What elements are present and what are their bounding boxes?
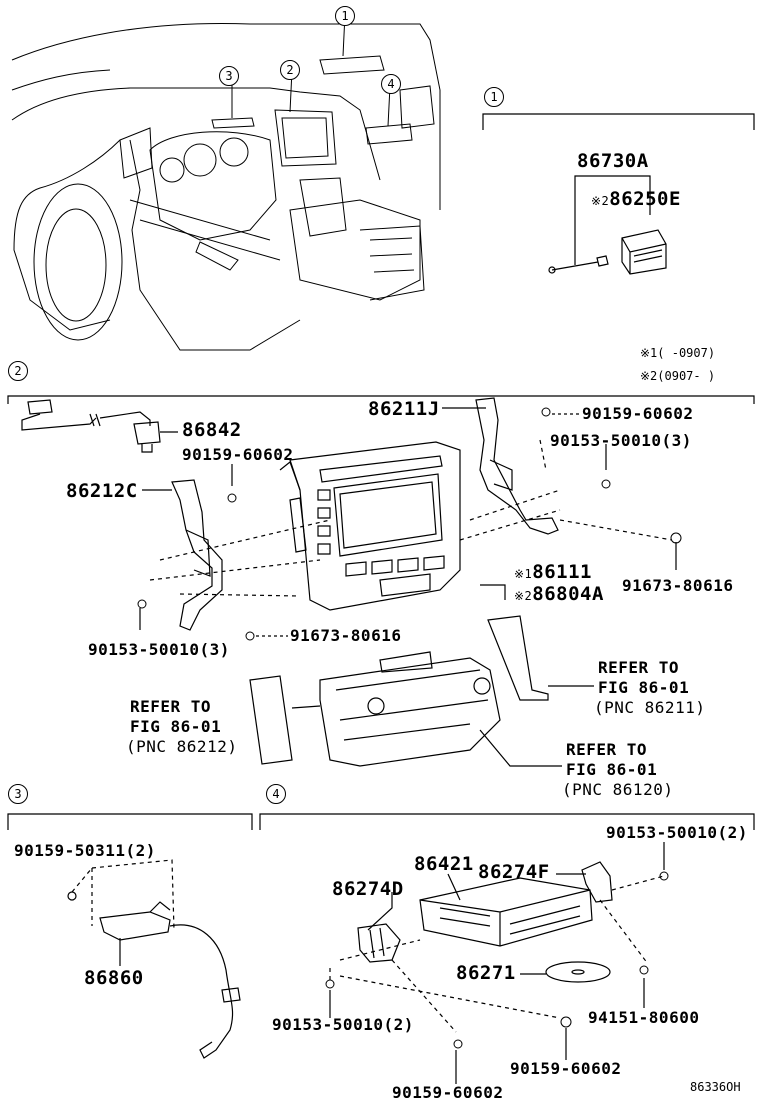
alignment-lines-sec2 [149, 439, 673, 597]
part-86274d: 86274D [332, 878, 404, 900]
part-90159-60602-bottom-s4: 90159-60602 [392, 1083, 504, 1102]
ref-86211-line1: REFER TO [598, 658, 680, 677]
part-94151-80600: 94151-80600 [588, 1008, 700, 1027]
part-86860: 86860 [84, 967, 144, 989]
86730a-leader [574, 175, 651, 265]
sensor-86860 [67, 859, 241, 1059]
part-90159-60602-right-s4: 90159-60602 [510, 1059, 622, 1078]
part-90159-60602-top: 90159-60602 [582, 404, 694, 423]
unit-4-on-dash [365, 123, 413, 145]
figure-code: 86336OH [690, 1080, 741, 1094]
part-90159-60602-left: 90159-60602 [182, 445, 294, 464]
bracket-86212c [171, 479, 223, 631]
antenna-module-86250e [548, 229, 667, 275]
part-86111: ※186111 [514, 561, 592, 583]
ref-86212-line1: REFER TO [130, 697, 212, 716]
ref-86120-line1: REFER TO [566, 740, 648, 759]
leader-ref-86120 [479, 729, 562, 767]
section-4-bracket [259, 813, 755, 830]
part-86804a: ※286804A [514, 583, 604, 605]
ref-86212-line2: FIG 86-01 [130, 717, 222, 736]
section-marker-1: 1 [484, 87, 504, 107]
leader-86274d [367, 892, 393, 931]
alignment-lines-sec4 [329, 875, 665, 1033]
section-3-bracket [7, 813, 253, 830]
ac-panel-86120 [249, 615, 549, 767]
ref-86120-line3: (PNC 86120) [562, 780, 674, 799]
section-1-bracket [482, 113, 755, 130]
part-86421: 86421 [414, 853, 474, 875]
fasteners-sec4 [325, 871, 669, 1049]
section-2-bracket [7, 395, 755, 404]
part-86842: 86842 [182, 419, 242, 441]
bracket-86274d [357, 923, 401, 963]
part-91673-80616-bottom: 91673-80616 [290, 626, 402, 645]
part-86274f: 86274F [478, 861, 550, 883]
callout-3: 3 [219, 66, 239, 86]
leader-86421 [447, 873, 461, 901]
part-86730a: 86730A [577, 150, 649, 172]
callout-2: 2 [280, 60, 300, 80]
bracket-86211j [475, 397, 559, 535]
part-86271: 86271 [456, 962, 516, 984]
section-marker-4: 4 [266, 784, 286, 804]
unit-1-on-dash [319, 55, 385, 75]
note-1: ※1( -0907) [640, 346, 716, 360]
callout-1: 1 [335, 6, 355, 26]
part-86211j: 86211J [368, 398, 440, 420]
dashboard-overview [11, 13, 441, 351]
ref-86211-line2: FIG 86-01 [598, 678, 690, 697]
ref-86120-line2: FIG 86-01 [566, 760, 658, 779]
part-90153-50010-left: 90153-50010(3) [88, 640, 230, 659]
note-2: ※2(0907- ) [640, 369, 716, 383]
section-marker-3: 3 [8, 784, 28, 804]
part-86212c: 86212C [66, 480, 138, 502]
section-marker-2: 2 [8, 361, 28, 381]
part-86250e: ※286250E [591, 188, 681, 210]
disc-86271 [545, 961, 611, 983]
harness-86842 [21, 399, 161, 453]
ref-86212-line3: (PNC 86212) [126, 737, 238, 756]
leader-ref-86212 [291, 705, 321, 709]
bracket-86274f [581, 861, 613, 903]
callout-4: 4 [381, 74, 401, 94]
part-90159-50311: 90159-50311(2) [14, 841, 156, 860]
part-90153-50010-top: 90153-50010(3) [550, 431, 692, 450]
navigation-ecu-86421 [419, 877, 593, 947]
fasteners [137, 407, 682, 641]
display-unit-86111 [279, 441, 461, 611]
part-91673-80616-right: 91673-80616 [622, 576, 734, 595]
part-90153-50010-top-s4: 90153-50010(2) [606, 823, 748, 842]
unit-3-on-dash [211, 117, 255, 129]
part-90153-50010-bottom-s4: 90153-50010(2) [272, 1015, 414, 1034]
ref-86211-line3: (PNC 86211) [594, 698, 706, 717]
